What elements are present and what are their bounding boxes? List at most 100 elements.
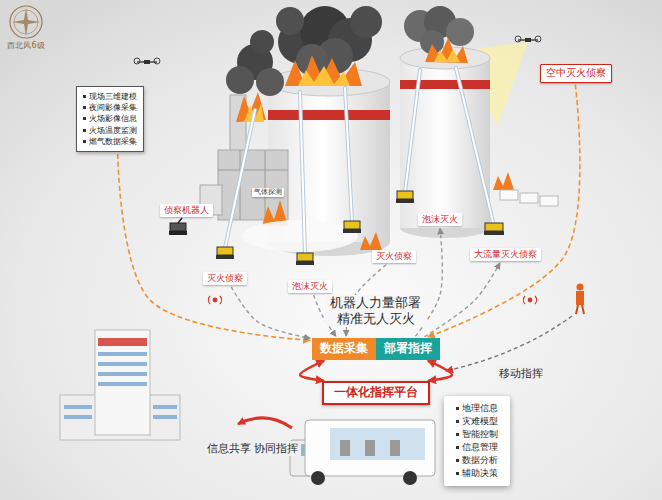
platform-box: 一体化指挥平台 (322, 381, 430, 405)
command-box: 部署指挥 (376, 338, 440, 360)
node-text: 数据采集 (320, 341, 368, 357)
node-text: 辅助决策 (456, 467, 498, 480)
robot-icon (296, 261, 314, 265)
water-jet (300, 92, 305, 254)
container-box (540, 196, 558, 206)
command-building (153, 415, 177, 419)
firefighter-figure (582, 305, 584, 314)
signal-icon (523, 296, 525, 304)
process-equipment (265, 150, 266, 220)
command-truck (305, 420, 435, 476)
robot-icon (296, 253, 314, 265)
command-building (98, 362, 147, 366)
drone-icon (134, 58, 160, 64)
robot-icon (343, 229, 361, 233)
watermark-text: 西北风6级 (7, 40, 44, 51)
flow-connector (300, 361, 324, 381)
command-building (64, 405, 92, 409)
signal-icon (213, 298, 217, 302)
water-jet (300, 92, 305, 254)
command-building (64, 415, 92, 419)
node-text: 灭火侦察 (376, 251, 412, 262)
signal-icon (208, 296, 210, 304)
node-text: 地理信息 (456, 402, 498, 415)
drone-icon (515, 36, 541, 42)
firefighter-figure (576, 291, 584, 305)
flow-connector (118, 154, 310, 340)
command-building (98, 352, 147, 356)
flow-connector (424, 263, 499, 337)
fire-flame (236, 92, 266, 122)
smoke-cloud (226, 6, 474, 96)
command-box: 数据采集 (312, 338, 376, 360)
water-jet (456, 68, 493, 222)
command-truck (311, 471, 325, 485)
node-text: 气体探测 (254, 188, 282, 197)
node-text: 灭火侦察 (207, 273, 243, 284)
smoke-cloud (226, 66, 254, 94)
robot-icon (485, 223, 503, 231)
firefighter-figure (577, 284, 584, 291)
node-text: 侦察机器人 (164, 205, 209, 216)
node-text: 现场三维建模 (83, 91, 137, 102)
robot-icon (178, 218, 182, 223)
node-text: 一体化指挥平台 (334, 385, 418, 401)
sensor-tag: 气体探测 (252, 188, 284, 197)
command-building (98, 372, 147, 376)
node-text: 火场温度监测 (83, 125, 137, 136)
flow-label: 信息共享 协同指挥 (205, 441, 301, 456)
smoke-cloud (446, 18, 474, 46)
drone-icon (134, 58, 140, 64)
fire-flame (298, 66, 350, 86)
container-box (500, 190, 518, 200)
robot-icon (169, 231, 187, 235)
water-jet (345, 88, 352, 222)
command-building (95, 330, 150, 435)
water-jet (225, 110, 255, 248)
drone-icon (144, 60, 150, 64)
smoke-cloud (256, 68, 284, 96)
robot-icon (484, 223, 504, 235)
robot-tag: 大流量灭火侦察 (470, 248, 541, 261)
drone-icon (535, 36, 541, 42)
command-truck (290, 420, 435, 485)
node-text: 夜间影像采集 (83, 102, 137, 113)
water-jet (225, 68, 493, 254)
flow-connector (428, 361, 452, 381)
robot-icon (484, 231, 504, 235)
fire-flame (236, 38, 514, 250)
node-text: 泡沫灭火 (292, 281, 328, 292)
smoke-cloud (350, 6, 382, 38)
robot-icon (216, 255, 234, 259)
command-building (153, 405, 177, 409)
drone-icon (515, 36, 521, 42)
logo-emblem (12, 8, 40, 36)
command-building (98, 382, 147, 386)
node-text: 空中灭火侦察 (546, 67, 606, 80)
command-truck (403, 471, 417, 485)
robot-tag: 泡沫灭火 (418, 213, 462, 226)
water-jet (405, 70, 420, 192)
command-building (60, 330, 180, 440)
command-truck (365, 440, 375, 456)
signal-icon (220, 296, 222, 304)
node-text: 智能控制 (456, 428, 498, 441)
signal-icon (535, 296, 537, 304)
smoke-cloud (250, 30, 274, 54)
water-jet (456, 68, 493, 222)
robot-icon (216, 247, 234, 259)
storage-tank (400, 80, 490, 89)
robot-icon (344, 221, 360, 229)
flow-connector (428, 84, 580, 336)
robot-tag: 灭火侦察 (372, 250, 416, 263)
container-box (520, 193, 538, 203)
robot-icon (217, 247, 233, 255)
command-building (98, 338, 147, 346)
storage-tank (400, 47, 490, 238)
flow-connector (231, 287, 310, 338)
node-text: 灾难模型 (456, 415, 498, 428)
function-panel: 地理信息灾难模型智能控制信息管理数据分析辅助决策 (444, 396, 510, 486)
